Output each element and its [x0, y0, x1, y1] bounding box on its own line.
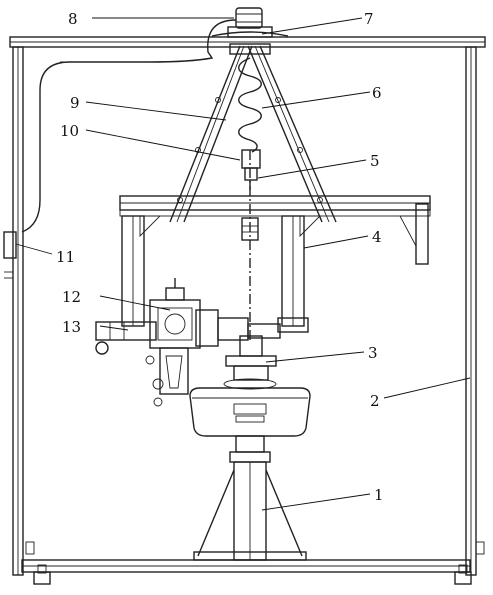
leader-lines	[15, 17, 471, 511]
label-13: 13	[62, 318, 81, 336]
spring	[238, 57, 262, 153]
label-5: 5	[370, 152, 380, 170]
label-11: 11	[56, 248, 75, 266]
label-8: 8	[68, 10, 78, 28]
label-3: 3	[368, 344, 378, 362]
label-6: 6	[372, 84, 382, 102]
label-1: 1	[374, 486, 384, 504]
label-12: 12	[62, 288, 81, 306]
top-drive-motor	[211, 7, 289, 55]
carriage-beam	[119, 195, 431, 265]
label-2: 2	[370, 392, 380, 410]
side-actuator	[95, 278, 281, 407]
label-10: 10	[60, 122, 79, 140]
label-7: 7	[364, 10, 374, 28]
cable	[21, 19, 237, 233]
specimen-holder	[223, 335, 277, 390]
callout-labels: 8 7 6 9 10 5 4 11 12 13 3 2 1	[56, 10, 384, 504]
base-platform	[189, 387, 311, 453]
guide-columns	[121, 215, 309, 333]
tripod-frame	[169, 45, 337, 223]
pedestal-stand	[193, 451, 307, 561]
load-cell	[241, 149, 261, 190]
label-9: 9	[70, 94, 80, 112]
outer-frame	[3, 36, 486, 585]
label-4: 4	[372, 228, 382, 246]
